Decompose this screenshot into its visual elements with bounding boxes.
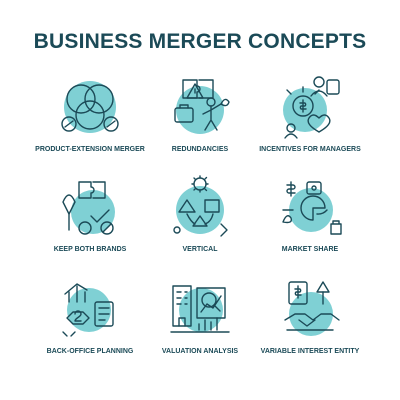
concept-redundancies: REDUNDANCIES: [140, 72, 260, 154]
valuation-icon: [170, 285, 230, 333]
concept-label: REDUNDANCIES: [171, 146, 229, 153]
concept-back-office: BACK-OFFICE PLANNING: [30, 274, 150, 356]
concept-label: PRODUCT-EXTENSION MERGER: [35, 146, 145, 153]
back-office-icon: [62, 283, 114, 337]
concept-label: VERTICAL: [182, 246, 218, 253]
page-title: BUSINESS MERGER CONCEPTS: [33, 30, 367, 53]
concept-label: KEEP BOTH BRANDS: [53, 246, 127, 253]
vertical-icon: [173, 175, 228, 237]
concept-product-extension: PRODUCT-EXTENSION MERGER: [30, 72, 150, 154]
concept-variable-interest: VARIABLE INTEREST ENTITY: [250, 274, 370, 356]
keep-brands-icon: [62, 181, 115, 235]
concept-keep-brands: KEEP BOTH BRANDS: [30, 172, 150, 254]
incentives-icon: [283, 76, 340, 139]
concept-market-share: MARKET SHARE: [250, 172, 370, 254]
concept-valuation: VALUATION ANALYSIS: [140, 274, 260, 356]
variable-interest-icon: [284, 281, 340, 336]
concept-vertical: VERTICAL: [140, 172, 260, 254]
product-extension-icon: [61, 81, 119, 133]
concept-label: VARIABLE INTEREST ENTITY: [260, 348, 360, 355]
market-share-icon: [282, 181, 342, 235]
redundancies-icon: [174, 79, 230, 134]
concept-label: MARKET SHARE: [281, 246, 339, 253]
concept-incentives: INCENTIVES FOR MANAGERS: [250, 72, 370, 154]
concept-label: VALUATION ANALYSIS: [161, 348, 239, 355]
concept-label: INCENTIVES FOR MANAGERS: [259, 146, 361, 153]
concept-label: BACK-OFFICE PLANNING: [46, 348, 134, 355]
